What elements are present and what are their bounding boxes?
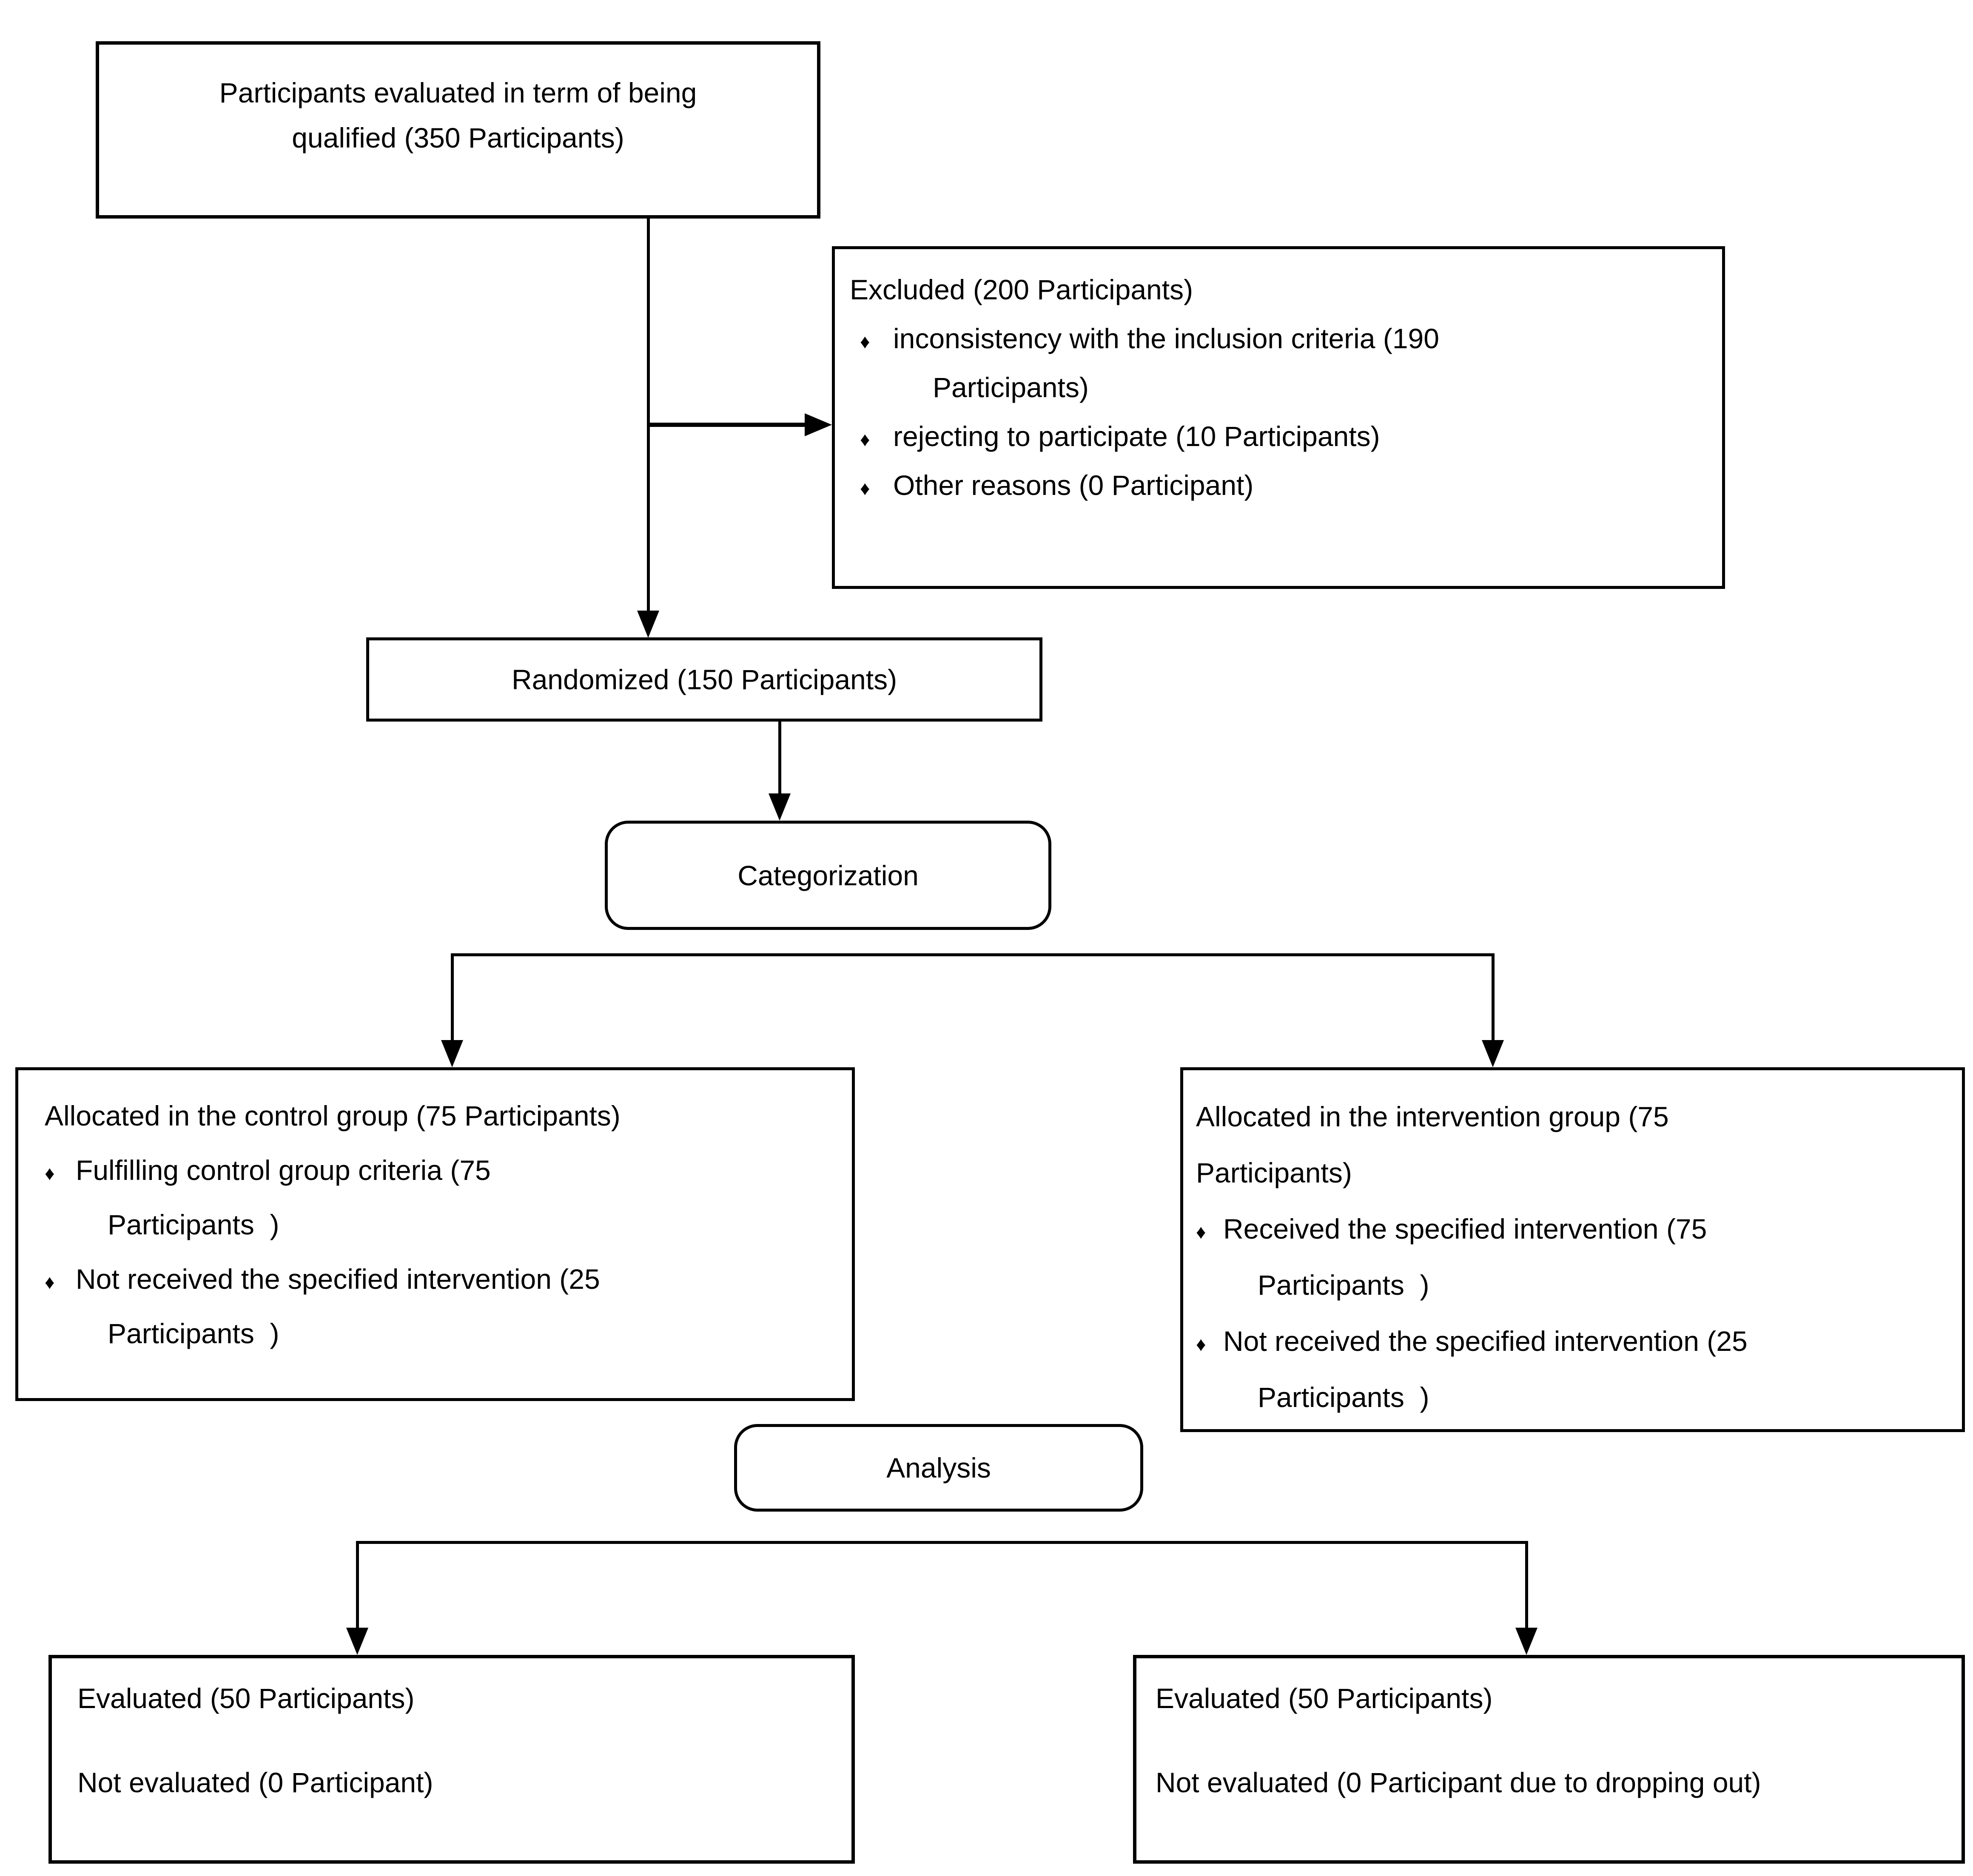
intervention-outcome-line2: Not evaluated (0 Participant due to drop… [1156, 1767, 1761, 1798]
intervention-bullet2-cont: Participants ) [1258, 1381, 1429, 1413]
intervention-title-line2: Participants) [1196, 1157, 1352, 1188]
connector-eligibility-randomized [647, 219, 650, 614]
arrowhead-control-icon [441, 1040, 463, 1067]
intervention-outcome-line1: Evaluated (50 Participants) [1156, 1683, 1493, 1714]
eligibility-line2: qualified (350 Participants) [292, 122, 624, 153]
connector-analysis-left-drop [356, 1541, 359, 1629]
intervention-bullet2: ♦Not received the specified intervention… [1196, 1313, 1953, 1369]
diamond-bullet-icon: ♦ [45, 1162, 55, 1184]
analysis-box: Analysis [734, 1424, 1143, 1512]
control-bullet1: ♦Fulfilling control group criteria (75 [45, 1143, 843, 1197]
analysis-label: Analysis [886, 1452, 991, 1484]
arrowhead-outcome-control-icon [346, 1628, 368, 1655]
connector-allocation-branch [452, 953, 1495, 956]
control-title: Allocated in the control group (75 Parti… [45, 1100, 621, 1131]
intervention-bullet1: ♦Received the specified intervention (75 [1196, 1201, 1953, 1257]
arrowhead-randomized-icon [637, 611, 659, 638]
intervention-group-box: Allocated in the intervention group (75 … [1180, 1067, 1965, 1432]
connector-allocation-right-drop [1492, 953, 1495, 1041]
connector-allocation-left-drop [451, 953, 454, 1041]
eligibility-box: Participants evaluated in term of being … [96, 41, 820, 219]
intervention-bullet1-cont: Participants ) [1258, 1269, 1429, 1301]
categorization-box: Categorization [605, 821, 1051, 930]
control-bullet2-cont: Participants ) [108, 1318, 279, 1349]
excluded-title: Excluded (200 Participants) [850, 274, 1193, 305]
excluded-box: Excluded (200 Participants) ♦inconsisten… [832, 246, 1725, 589]
randomized-box: Randomized (150 Participants) [366, 637, 1042, 722]
diamond-bullet-icon: ♦ [860, 330, 870, 352]
arrowhead-categorization-icon [769, 793, 791, 821]
arrowhead-outcome-intervention-icon [1515, 1628, 1537, 1655]
eligibility-line1: Participants evaluated in term of being [219, 77, 697, 108]
arrowhead-excluded-icon [805, 413, 832, 436]
excluded-bullet1-cont: Participants) [933, 372, 1089, 403]
diamond-bullet-icon: ♦ [860, 477, 870, 499]
intervention-outcome-box: Evaluated (50 Participants) Not evaluate… [1133, 1655, 1965, 1864]
connector-analysis-right-drop [1525, 1541, 1528, 1629]
excluded-bullet2: ♦rejecting to participate (10 Participan… [860, 412, 1714, 461]
diamond-bullet-icon: ♦ [1196, 1221, 1206, 1243]
excluded-bullet3: ♦Other reasons (0 Participant) [860, 461, 1714, 510]
diamond-bullet-icon: ♦ [1196, 1333, 1206, 1355]
randomized-label: Randomized (150 Participants) [511, 664, 897, 695]
diamond-bullet-icon: ♦ [860, 428, 870, 450]
connector-analysis-branch [357, 1541, 1527, 1544]
control-bullet1-cont: Participants ) [108, 1209, 279, 1240]
control-bullet2: ♦Not received the specified intervention… [45, 1252, 843, 1306]
excluded-bullet1: ♦inconsistency with the inclusion criter… [860, 314, 1714, 363]
control-outcome-line1: Evaluated (50 Participants) [77, 1683, 415, 1714]
categorization-label: Categorization [737, 859, 919, 891]
arrowhead-intervention-icon [1482, 1040, 1504, 1067]
diamond-bullet-icon: ♦ [45, 1271, 55, 1293]
intervention-title-line1: Allocated in the intervention group (75 [1196, 1101, 1669, 1132]
control-outcome-line2: Not evaluated (0 Participant) [77, 1767, 433, 1798]
connector-excluded [648, 423, 805, 427]
control-outcome-box: Evaluated (50 Participants) Not evaluate… [48, 1655, 855, 1864]
connector-randomized-categorization [778, 722, 781, 795]
control-group-box: Allocated in the control group (75 Parti… [15, 1067, 855, 1401]
